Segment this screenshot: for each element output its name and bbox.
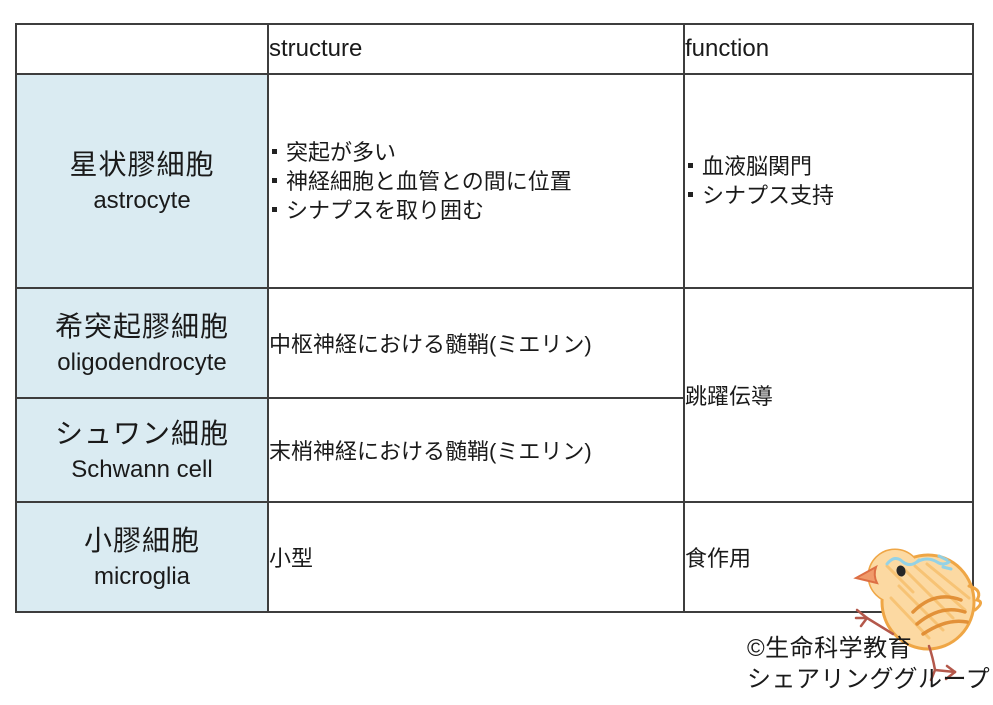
structure-text: 小型 [269, 546, 314, 571]
chick-legs [854, 608, 957, 682]
function-item: シナプス支持 [685, 181, 972, 210]
chick-tail [967, 584, 982, 612]
bullet-icon [272, 148, 277, 154]
table-header-row: structure function [15, 23, 974, 75]
table-row-astrocyte: 星状膠細胞 astrocyte 突起が多い 神経細胞と血管との間に位置 シナプス… [15, 73, 974, 289]
chick-illustration [853, 548, 982, 682]
structure-item: シナプスを取り囲む [269, 196, 683, 225]
name-cell-microglia: 小膠細胞 microglia [15, 501, 269, 613]
structure-item: 突起が多い [269, 138, 683, 167]
function-item: 血液脳関門 [685, 152, 972, 181]
structure-cell-schwann: 末梢神経における髄鞘(ミエリン) [267, 397, 685, 503]
glia-cells-table: structure function 星状膠細胞 astrocyte 突起が多い… [15, 23, 974, 613]
structure-text: 中枢神経における髄鞘(ミエリン) [269, 332, 592, 357]
function-item-text: シナプス支持 [702, 183, 835, 208]
credit-line2: シェアリンググループ [747, 666, 991, 693]
name-cell-oligodendrocyte: 希突起膠細胞 oligodendrocyte [15, 287, 269, 399]
bullet-icon [688, 192, 693, 198]
cell-name-en: microglia [93, 563, 191, 590]
cell-name-ja: シュワン細胞 [54, 418, 229, 449]
bullet-icon [688, 163, 693, 169]
function-cell-astrocyte: 血液脳関門 シナプス支持 [683, 73, 974, 289]
structure-item-text: 突起が多い [286, 139, 397, 165]
structure-item-text: 神経細胞と血管との間に位置 [286, 168, 572, 194]
bullet-icon [272, 177, 277, 183]
header-cell-structure: structure [267, 23, 685, 75]
function-item-text: 血液脳関門 [702, 154, 813, 179]
function-text: 食作用 [685, 546, 752, 571]
cell-name-en: oligodendrocyte [57, 349, 227, 376]
header-cell-function: function [683, 23, 974, 75]
function-cell-merged-saltatory: 跳躍伝導 [683, 287, 974, 503]
chick-wing [911, 595, 969, 636]
structure-text: 末梢神経における髄鞘(ミエリン) [269, 439, 592, 464]
credit: ©生命科学教育 シェアリンググループ [747, 633, 990, 695]
cell-name-ja: 小膠細胞 [83, 525, 200, 556]
structure-cell-oligodendrocyte: 中枢神経における髄鞘(ミエリン) [267, 287, 685, 399]
function-text: 跳躍伝導 [685, 384, 774, 409]
header-cell-blank [15, 23, 269, 75]
credit-line1: ©生命科学教育 [747, 635, 913, 662]
name-cell-astrocyte: 星状膠細胞 astrocyte [15, 73, 269, 289]
chick-blue-scribble [885, 554, 953, 571]
cell-name-en: Schwann cell [71, 456, 213, 483]
structure-cell-astrocyte: 突起が多い 神経細胞と血管との間に位置 シナプスを取り囲む [267, 73, 685, 289]
cell-name-en: astrocyte [93, 187, 191, 214]
table-row-oligodendrocyte: 希突起膠細胞 oligodendrocyte 中枢神経における髄鞘(ミエリン) … [15, 287, 974, 503]
cell-name-ja: 希突起膠細胞 [54, 311, 229, 342]
structure-cell-microglia: 小型 [267, 501, 685, 613]
table-row-schwann-cell: シュワン細胞 Schwann cell 末梢神経における髄鞘(ミエリン) [15, 397, 973, 503]
name-cell-schwann: シュワン細胞 Schwann cell [15, 397, 269, 503]
cell-name-ja: 星状膠細胞 [69, 149, 215, 180]
bullet-icon [272, 206, 277, 212]
structure-item-text: シナプスを取り囲む [286, 197, 485, 223]
table-row-microglia: 小膠細胞 microglia 小型 食作用 [15, 501, 974, 613]
structure-item: 神経細胞と血管との間に位置 [269, 167, 683, 196]
chick-beak [853, 564, 879, 585]
chick-eye [896, 565, 906, 577]
